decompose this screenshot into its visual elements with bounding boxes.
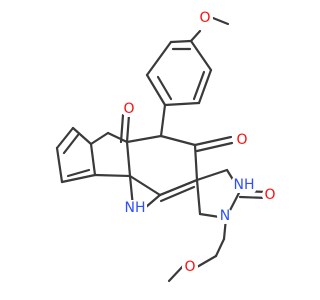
c4-carbonyl <box>193 135 234 153</box>
molecule-canvas: O O O NH O NH N O <box>55 10 278 283</box>
n1-label: N <box>220 208 230 224</box>
top-methoxy-group <box>189 16 230 43</box>
n10-label: NH <box>125 200 146 216</box>
chemical-structure-diagram: O O O NH O NH N O <box>55 10 278 283</box>
methoxy-oxygen-bottom-label: O <box>184 259 195 275</box>
ketone-group <box>119 113 131 144</box>
methoxyethyl-side-chain <box>167 216 228 283</box>
oxygen-atom-top-label: O <box>199 10 210 26</box>
c2-oxygen-label: O <box>264 187 275 203</box>
methoxyphenyl-ring <box>145 39 213 107</box>
n3-label: NH <box>234 177 255 193</box>
ketone-oxygen-label: O <box>123 101 134 117</box>
atom-label-backgrounds <box>121 10 278 275</box>
aryl-link-bond <box>159 103 167 138</box>
c4-oxygen-label: O <box>236 132 247 148</box>
indenone-fused-ring <box>55 126 132 184</box>
